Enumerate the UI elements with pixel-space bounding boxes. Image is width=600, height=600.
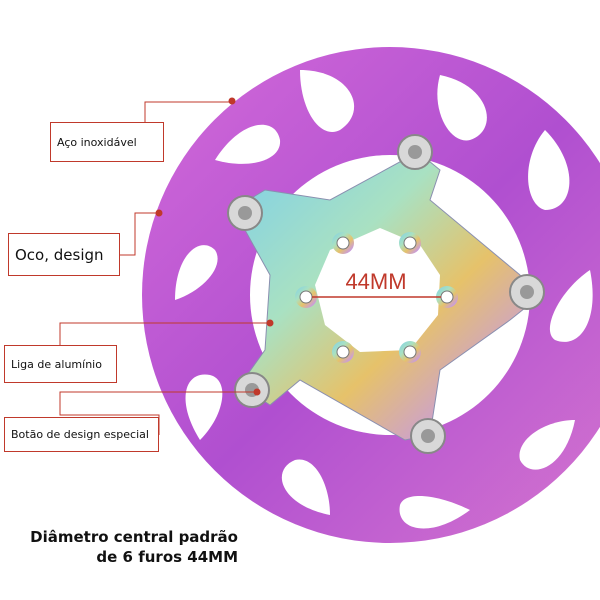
- special-button-callout: Botão de design especial: [4, 417, 159, 452]
- caption-line-1: Diâmetro central padrão: [30, 528, 238, 546]
- center-diameter-label: 44MM: [345, 269, 406, 294]
- caption-line-2: de 6 furos 44MM: [96, 548, 238, 566]
- hollow-design-callout: Oco, design: [8, 233, 120, 276]
- rotor-rivets: [227, 134, 545, 454]
- rotor-spider: 44MM: [239, 151, 536, 441]
- caption: Diâmetro central padrão de 6 furos 44MM: [18, 527, 238, 567]
- stainless-steel-callout: Aço inoxidável: [50, 122, 164, 162]
- aluminium-alloy-callout: Liga de alumínio: [4, 345, 117, 383]
